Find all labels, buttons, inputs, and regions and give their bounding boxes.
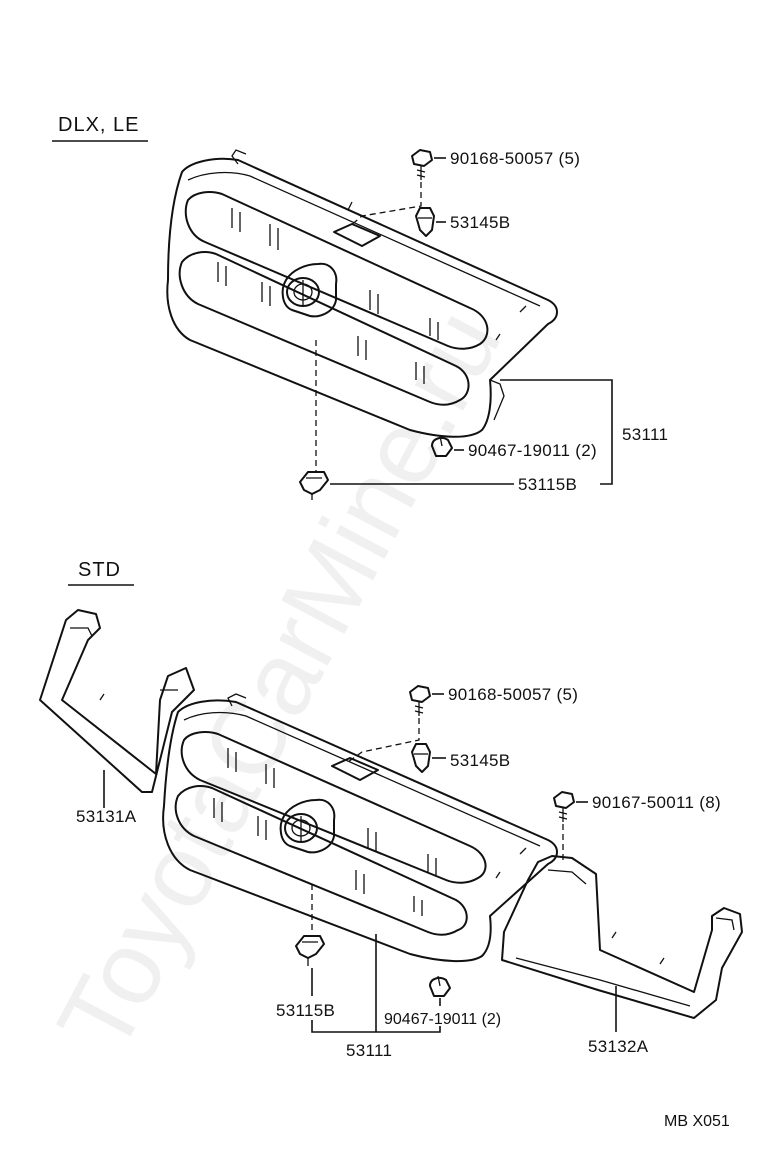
- grille-assembly-bottom: [162, 693, 558, 963]
- right-side-panel: [501, 855, 743, 1019]
- grille-leader: [500, 379, 613, 485]
- install-path: [349, 182, 422, 227]
- callout-screw-std: 90168-50057 (5): [448, 685, 578, 704]
- callout-left-panel: 53131A: [76, 807, 137, 826]
- watermark: ToyotaCarMine.ru: [36, 292, 524, 1071]
- clip-icon: [431, 435, 453, 457]
- callout-right-panel: 53132A: [588, 1037, 649, 1056]
- callout-screw-side: 90167-50011 (8): [592, 793, 721, 812]
- callout-clip-std: 90467-19011 (2): [384, 1011, 501, 1028]
- callout-retainer-std: 53145B: [450, 751, 510, 770]
- screw-icon: [553, 791, 575, 822]
- screw-icon: [411, 149, 433, 180]
- callout-bracket-top: 53115B: [518, 475, 577, 494]
- grille-assembly-top: [166, 149, 558, 438]
- retainer-icon: [415, 207, 435, 237]
- section-header-std: STD: [78, 559, 121, 581]
- callout-bracket-std: 53115B: [276, 1001, 335, 1020]
- callout-retainer-top: 53145B: [450, 213, 510, 232]
- install-path: [347, 718, 420, 763]
- bracket-icon: [299, 471, 329, 500]
- left-side-panel: [39, 609, 195, 793]
- screw-icon: [409, 685, 431, 716]
- callout-screw-top: 90168-50057 (5): [450, 149, 580, 168]
- figure-code: MB X051: [664, 1113, 730, 1130]
- callout-grille-top: 53111: [622, 425, 668, 444]
- callout-clip-top: 90467-19011 (2): [468, 441, 597, 460]
- bracket-icon: [295, 935, 325, 966]
- callout-grille-std: 53111: [346, 1041, 392, 1060]
- section-header-dlx-le: DLX, LE: [58, 114, 139, 136]
- retainer-icon: [411, 743, 431, 773]
- clip-icon: [429, 975, 451, 997]
